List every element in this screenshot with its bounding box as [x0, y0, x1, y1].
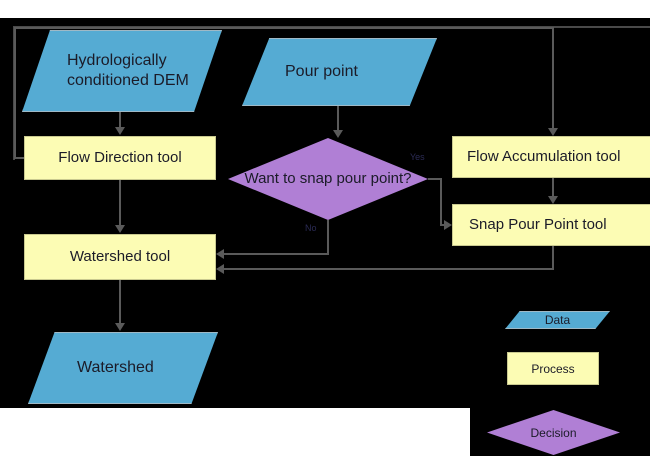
- node-label-decision: Want to snap pour point?: [244, 170, 412, 188]
- connector-no-horizontal: [224, 253, 329, 255]
- connector-flowdir-to-flowaccum-left: [14, 157, 26, 159]
- legend-label-decision: Decision: [530, 425, 577, 440]
- connector-snap-to-watershedtool-left: [224, 268, 554, 270]
- edge-label-no: No: [305, 223, 317, 233]
- connector-watershedtool-to-watershed: [119, 280, 121, 324]
- legend-label-process: Process: [531, 361, 575, 376]
- connector-pourpoint-to-decision: [337, 106, 339, 130]
- legend-item-data: Data: [505, 311, 610, 329]
- arrowhead-into-flow-direction: [115, 127, 125, 135]
- connector-flowdir-to-flowaccum-top: [14, 27, 554, 29]
- node-label-flow-accumulation: Flow Accumulation tool: [467, 148, 621, 166]
- connector-snap-to-watershedtool-down: [552, 246, 554, 270]
- node-flow-accumulation-tool[interactable]: Flow Accumulation tool: [452, 136, 650, 178]
- connector-flowaccum-to-snap: [552, 178, 554, 196]
- arrowhead-into-flow-accumulation: [548, 128, 558, 136]
- arrowhead-into-snap-pour-point: [444, 220, 452, 230]
- arrowhead-flowaccum-into-snap: [548, 196, 558, 204]
- node-pour-point[interactable]: Pour point: [242, 38, 437, 106]
- node-label-snap-pour-point: Snap Pour Point tool: [469, 216, 607, 234]
- connector-flowdir-to-watershedtool: [119, 180, 121, 225]
- arrowhead-snap-into-watershed-tool: [216, 264, 224, 274]
- legend-item-process: Process: [507, 352, 599, 385]
- node-label-watershed: Watershed: [77, 358, 154, 376]
- connector-dem-to-flowdir: [119, 112, 121, 128]
- node-flow-direction-tool[interactable]: Flow Direction tool: [24, 136, 216, 180]
- node-label-dem: Hydrologically conditioned DEM: [67, 51, 189, 89]
- arrowhead-into-watershed-tool: [115, 225, 125, 233]
- node-hydrologically-conditioned-dem[interactable]: Hydrologically conditioned DEM: [22, 30, 222, 112]
- connector-no-vertical: [327, 220, 329, 255]
- connector-yes-vertical: [440, 178, 442, 225]
- connector-yes-horizontal: [428, 178, 442, 180]
- legend-label-data: Data: [544, 313, 571, 327]
- connector-yes-into-snap: [440, 224, 446, 226]
- node-label-pour-point: Pour point: [285, 62, 358, 80]
- node-watershed-tool[interactable]: Watershed tool: [24, 234, 216, 280]
- connector-flowdir-to-flowaccum-up: [14, 27, 16, 159]
- arrowhead-no-into-watershed-tool: [216, 249, 224, 259]
- node-label-flow-direction: Flow Direction tool: [58, 149, 182, 167]
- edge-label-yes: Yes: [410, 152, 425, 162]
- connector-flowdir-to-flowaccum-down: [552, 27, 554, 128]
- node-watershed[interactable]: Watershed: [28, 332, 218, 404]
- arrowhead-into-decision: [333, 130, 343, 138]
- arrowhead-into-watershed: [115, 323, 125, 331]
- node-label-watershed-tool: Watershed tool: [69, 248, 171, 266]
- node-snap-pour-point-tool[interactable]: Snap Pour Point tool: [452, 204, 650, 246]
